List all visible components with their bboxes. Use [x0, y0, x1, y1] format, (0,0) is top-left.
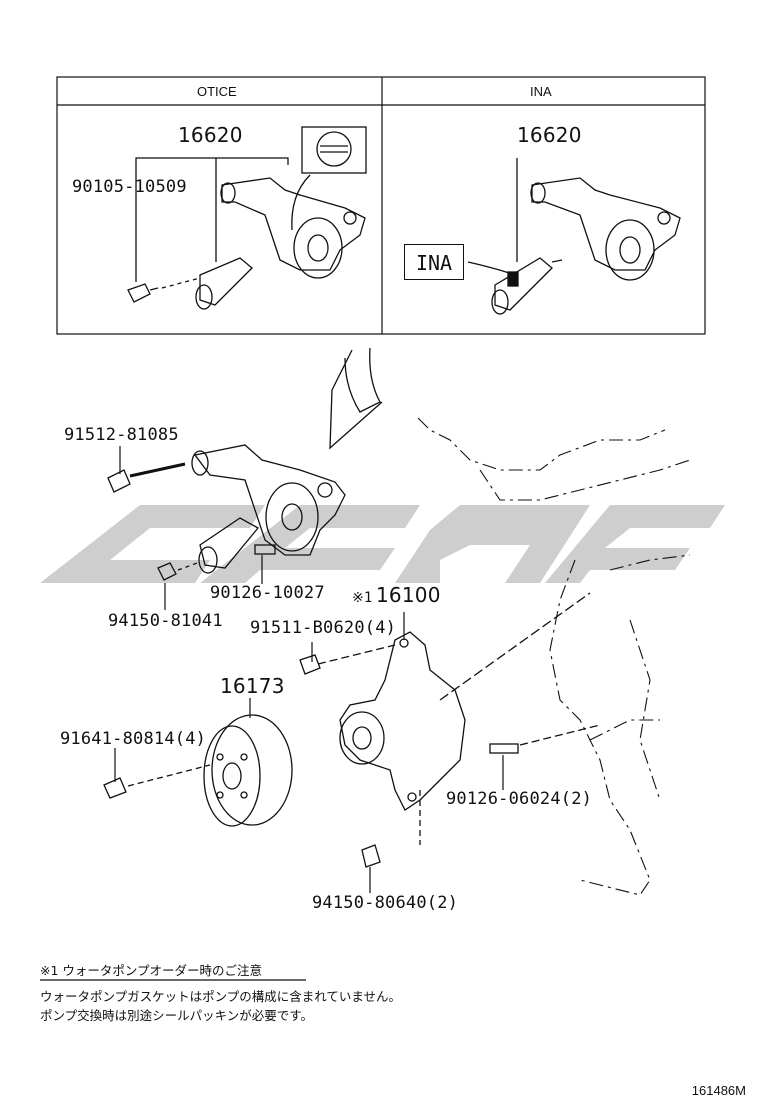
label-water-pump: 16100: [376, 583, 441, 607]
label-water-pump-mark: ※1: [352, 590, 373, 606]
pointer-arrow: [329, 347, 383, 450]
label-pump-studs: 90126-06024(2): [446, 789, 593, 809]
label-right-assembly: 16620: [517, 123, 582, 147]
label-pump-nuts: 94150-80640(2): [312, 893, 459, 913]
label-left-bolt: 90105-10509: [72, 177, 187, 197]
label-nut-tensioner: 94150-81041: [108, 611, 223, 631]
inset-table: [56, 76, 706, 335]
water-pump: [299, 592, 601, 868]
watermark-logo: [40, 505, 725, 583]
label-stud-tensioner: 90126-10027: [210, 583, 325, 603]
inset-header-ina: INA: [530, 84, 552, 99]
label-bolt-top: 91512-81085: [64, 425, 179, 445]
ina-tag: INA: [404, 244, 464, 280]
note-line-2: ポンプ交換時は別途シールパッキンが必要です。: [40, 1008, 314, 1023]
water-pump-pulley: [103, 714, 293, 827]
label-pump-bolts: 91511-B0620(4): [250, 618, 397, 638]
note-title: ※1 ウォータポンプオーダー時のご注意: [40, 963, 263, 978]
left-inset-tensioner-drawing: [127, 126, 367, 310]
figure-reference: 161486M: [691, 1083, 746, 1098]
leader-lines: [40, 446, 504, 981]
right-inset-tensioner-drawing: [467, 158, 681, 315]
label-pulley: 16173: [220, 674, 285, 698]
inset-header-otice: OTICE: [197, 84, 237, 99]
note-line-1: ウォータポンプガスケットはポンプの構成に含まれていません。: [40, 989, 402, 1004]
label-left-assembly: 16620: [178, 123, 243, 147]
engine-outline: [417, 417, 691, 896]
label-pulley-bolts: 91641-80814(4): [60, 729, 207, 749]
tensioner-assembly: [107, 444, 346, 581]
